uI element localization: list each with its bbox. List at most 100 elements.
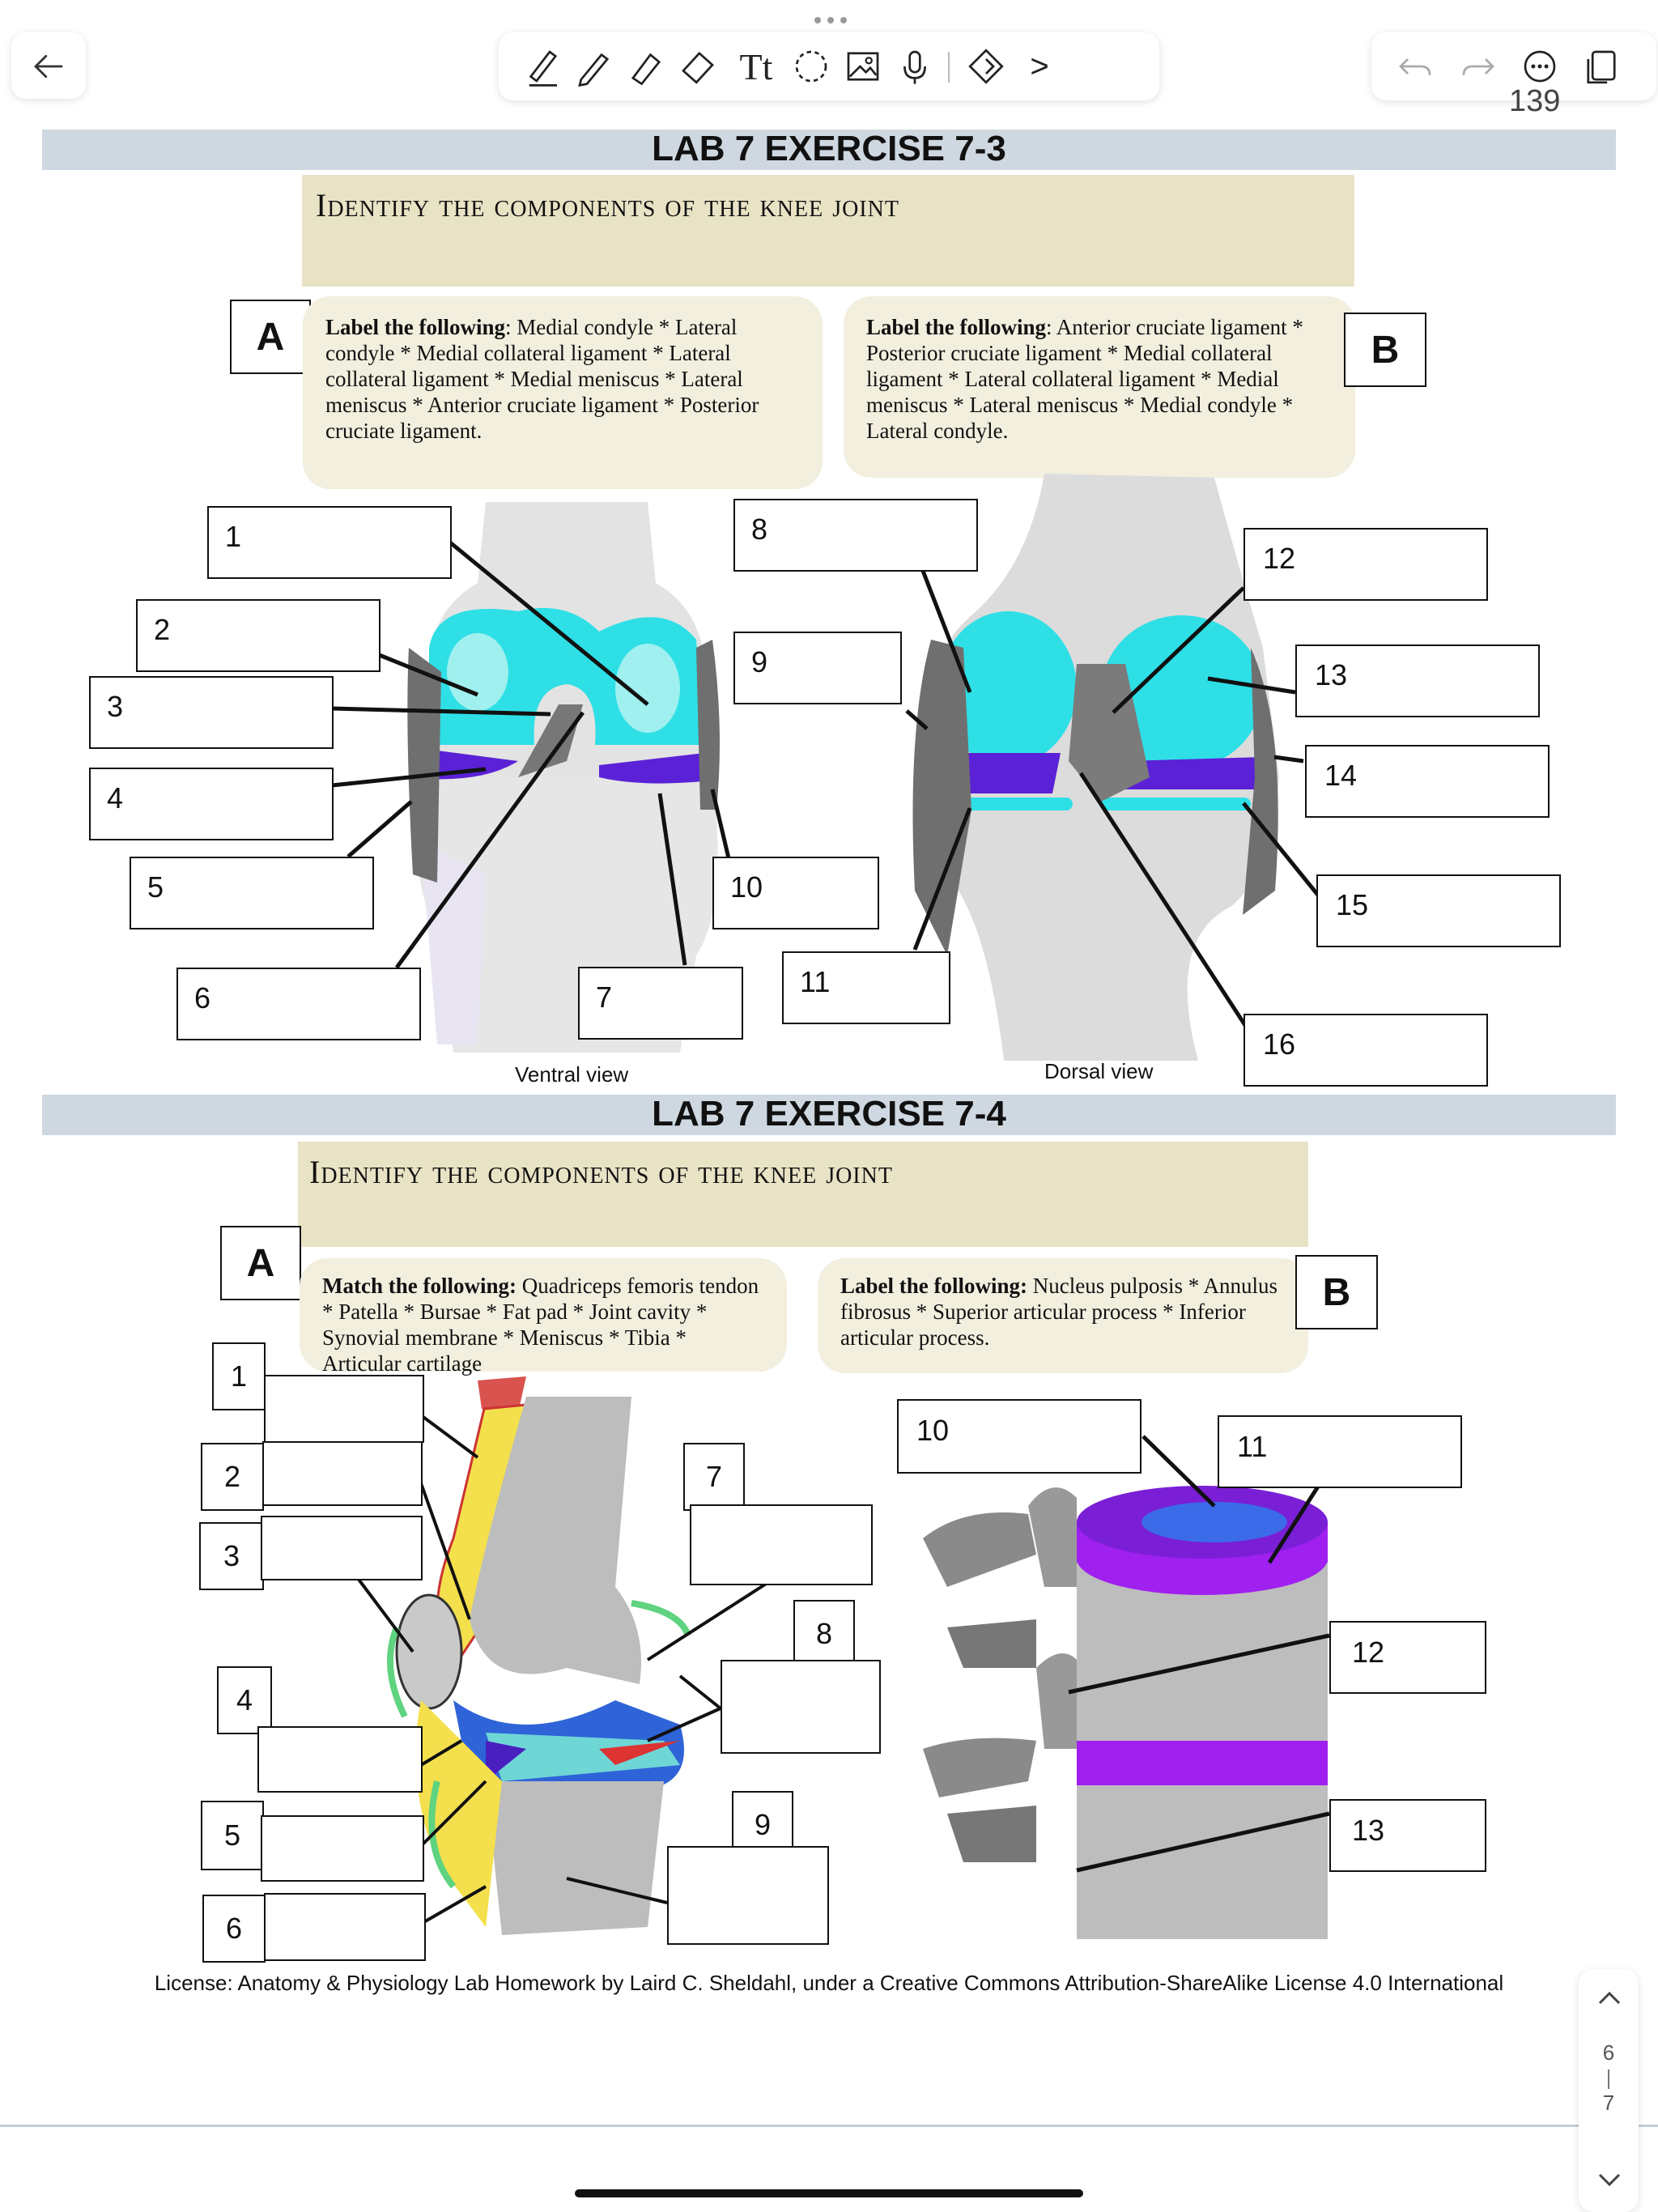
pen-icon (529, 50, 558, 87)
ex1-answer-box-13[interactable] (1295, 644, 1540, 717)
undo-button[interactable] (1389, 32, 1441, 100)
chevron-right-icon: > (1030, 48, 1049, 84)
ex2-number-box-2: 2 (201, 1443, 264, 1511)
ex1-label-10: 10 (730, 870, 763, 904)
pencil-tool-button[interactable] (568, 32, 620, 100)
ex2-number-box-8: 8 (793, 1600, 855, 1668)
home-indicator[interactable] (575, 2189, 1083, 2197)
lasso-icon (795, 50, 827, 83)
eraser-icon (682, 51, 714, 84)
ex2-answer-box-7[interactable] (690, 1504, 873, 1585)
eraser-tool-button[interactable] (672, 32, 724, 100)
ex2-answer-box-4[interactable] (257, 1726, 423, 1793)
ex1-answer-box-8[interactable] (733, 499, 978, 572)
ex2-answer-box-13[interactable] (1329, 1799, 1486, 1872)
ex2-number-box-3: 3 (199, 1522, 264, 1590)
exercise2-instructions-a: Match the following: Quadriceps femoris … (300, 1258, 787, 1376)
exercise2-title-box (298, 1142, 1308, 1247)
ex2-answer-box-6[interactable] (264, 1893, 426, 1961)
exercise1-title-box (302, 175, 1354, 287)
exercise1-title: Identify the components of the knee join… (316, 187, 899, 223)
redo-button[interactable] (1452, 32, 1504, 100)
drag-handle[interactable] (811, 15, 850, 24)
ex2-number-box-1: 1 (212, 1342, 266, 1410)
image-tool-button[interactable] (837, 32, 889, 100)
ex1-answer-box-4[interactable] (89, 768, 334, 840)
highlighter-tool-button[interactable] (620, 32, 672, 100)
exercise2-panel-a-letter: A (220, 1226, 301, 1300)
page-down-button[interactable] (1593, 2163, 1626, 2196)
ex1-answer-box-15[interactable] (1316, 874, 1561, 947)
ex2-answer-box-5[interactable] (261, 1815, 424, 1882)
chevron-down-icon (1598, 2173, 1621, 2187)
ex1-label-11: 11 (800, 965, 831, 998)
ex2-answer-box-12[interactable] (1329, 1621, 1486, 1694)
drawing-toolbar: Tt > (499, 32, 1159, 100)
ex1-answer-box-14[interactable] (1305, 745, 1550, 818)
ex1-answer-box-6[interactable] (176, 968, 421, 1040)
exercise2-header-bar (42, 1095, 1616, 1135)
ex1-answer-box-7[interactable] (578, 967, 743, 1040)
dorsal-right-condyle (1101, 615, 1263, 769)
copy-pages-icon (1587, 50, 1616, 84)
ex1-label-4: 4 (107, 781, 124, 815)
ex2-number-box-5: 5 (201, 1801, 264, 1870)
ex1-answer-box-5[interactable] (130, 857, 374, 929)
ex1-answer-box-16[interactable] (1244, 1014, 1488, 1087)
ex1-label-12: 12 (1263, 542, 1296, 575)
ex2-answer-box-8[interactable] (721, 1660, 881, 1754)
page-up-button[interactable] (1593, 1982, 1626, 2014)
microphone-icon (903, 50, 926, 84)
ex2-label-10: 10 (916, 1414, 950, 1447)
toolbar-divider (948, 52, 950, 83)
ex2-label-11: 11 (1237, 1430, 1268, 1463)
ex2-answer-box-1[interactable] (264, 1375, 424, 1443)
lasso-tool-button[interactable] (785, 32, 837, 100)
pen-tool-button[interactable] (517, 32, 568, 100)
page-number-top: 139 (1509, 84, 1561, 118)
ventral-medial-condyle-highlight (615, 644, 680, 733)
ex1-answer-box-3[interactable] (89, 676, 334, 749)
sticker-icon (968, 49, 1004, 84)
ex2-answer-box-10[interactable] (897, 1399, 1141, 1474)
ex1-answer-box-12[interactable] (1244, 528, 1488, 601)
text-tool-label: Tt (739, 45, 773, 87)
toolbar-more-button[interactable]: > (1014, 32, 1065, 100)
license-text: License: Anatomy & Physiology Lab Homewo… (154, 1971, 1504, 1995)
more-options-button[interactable] (1514, 32, 1566, 100)
sticker-tool-button[interactable] (960, 32, 1012, 100)
ex1-answer-box-1[interactable] (207, 506, 452, 579)
ventral-view-label: Ventral view (515, 1062, 629, 1087)
ex2-number-box-6: 6 (202, 1895, 266, 1963)
page-separator (1608, 2069, 1609, 2089)
ex1-answer-box-11[interactable] (782, 951, 950, 1024)
microphone-tool-button[interactable] (889, 32, 941, 100)
ex1-label-1: 1 (225, 520, 242, 553)
dorsal-view-label: Dorsal view (1044, 1059, 1154, 1083)
back-button[interactable] (11, 32, 86, 99)
ex2-answer-box-2[interactable] (262, 1441, 423, 1506)
ex1-label-9: 9 (751, 645, 768, 678)
ex2-answer-box-9[interactable] (667, 1846, 829, 1945)
total-pages: 7 (1602, 2091, 1615, 2115)
ex2-label-12: 12 (1352, 1636, 1385, 1669)
pages-button[interactable] (1575, 32, 1627, 100)
ex2-answer-box-3[interactable] (261, 1516, 423, 1580)
ex2-number-box-4: 4 (217, 1666, 272, 1734)
ex1-label-16: 16 (1263, 1027, 1296, 1061)
ex1-label-2: 2 (154, 613, 171, 646)
ex1-answer-box-2[interactable] (136, 599, 380, 672)
disc-band-middle (1077, 1741, 1328, 1785)
page-divider (0, 2125, 1658, 2127)
dorsal-left-condyle (939, 611, 1077, 765)
ex2-answer-box-11[interactable] (1218, 1415, 1462, 1488)
pencil-icon (578, 53, 610, 87)
undo-icon (1399, 58, 1431, 75)
text-tool-button[interactable]: Tt (727, 32, 785, 100)
ex1-label-15: 15 (1336, 888, 1369, 921)
ex1-answer-box-10[interactable] (712, 857, 879, 929)
exercise2-panel-b-letter: B (1295, 1255, 1378, 1329)
dorsal-meniscus-right (1101, 798, 1251, 810)
image-icon (847, 52, 879, 81)
ex1-answer-box-9[interactable] (733, 632, 902, 704)
